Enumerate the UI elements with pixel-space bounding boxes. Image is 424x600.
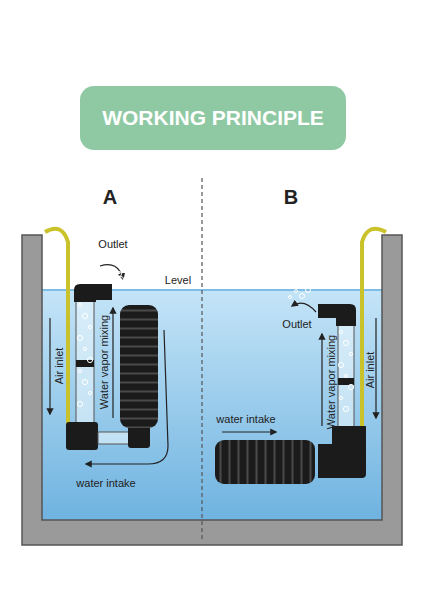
pipe-coupling [338,378,354,385]
flow-label: Water vapor mixing [325,335,337,429]
panel-letter: B [284,186,298,208]
bubble [343,406,348,411]
divider [201,178,202,540]
bubble [348,384,353,389]
outlet-elbow [74,284,112,302]
bubble [77,401,82,406]
bubble [306,288,311,293]
title-banner [80,86,346,150]
bottom-elbow [66,422,98,450]
bubbles [77,272,353,412]
bubble [119,277,124,282]
bubble [343,340,348,345]
bubble [349,352,352,355]
bubble [88,325,91,328]
bubble [117,272,122,277]
flow-label: water intake [76,477,135,489]
air-tube [362,229,386,428]
part-label: Outlet [282,318,311,330]
bubble [115,283,118,286]
bubble [339,330,342,333]
part-label: Outlet [98,238,127,250]
panel-letter: A [103,186,117,208]
riser-pipe [338,322,354,428]
flow-label: Air inlet [53,348,65,385]
pipe-coupling [76,360,94,367]
bubble [298,283,303,288]
filter-base [128,426,150,448]
air-arrow [49,318,50,414]
bubble [300,294,305,299]
bubble [289,296,292,299]
riser-pipe [76,298,94,424]
water [42,290,382,520]
bubble [87,357,92,362]
bubble [295,290,298,293]
flow-label: Air inlet [364,352,376,389]
bubble [88,391,91,394]
bottom-elbow [318,426,366,478]
bubble [338,362,343,367]
tank-wall [22,235,402,545]
bubble [125,284,128,287]
bubble [82,313,87,318]
intake-arrow [222,431,276,432]
flow-label: Water vapor mixing [98,315,110,409]
sponge-filter [120,305,158,428]
bubble [344,374,347,377]
outlet-arrow [100,265,123,279]
part-label: Level [165,274,191,286]
sponge-filter [215,440,315,484]
bubble [83,347,86,350]
bubble [82,379,87,384]
air-tube [45,229,68,426]
mixing-arrow [112,308,113,418]
mixing-arrow [321,334,322,426]
bubble [339,396,342,399]
bubble [78,303,81,306]
bubble [77,335,82,340]
outlet-elbow [318,304,356,326]
title: WORKING PRINCIPLE [102,106,324,129]
bubble [78,369,81,372]
flow-label: water intake [216,413,275,425]
outlet-arrow [292,303,316,312]
bubble [128,275,131,278]
connector-tube [98,432,130,444]
